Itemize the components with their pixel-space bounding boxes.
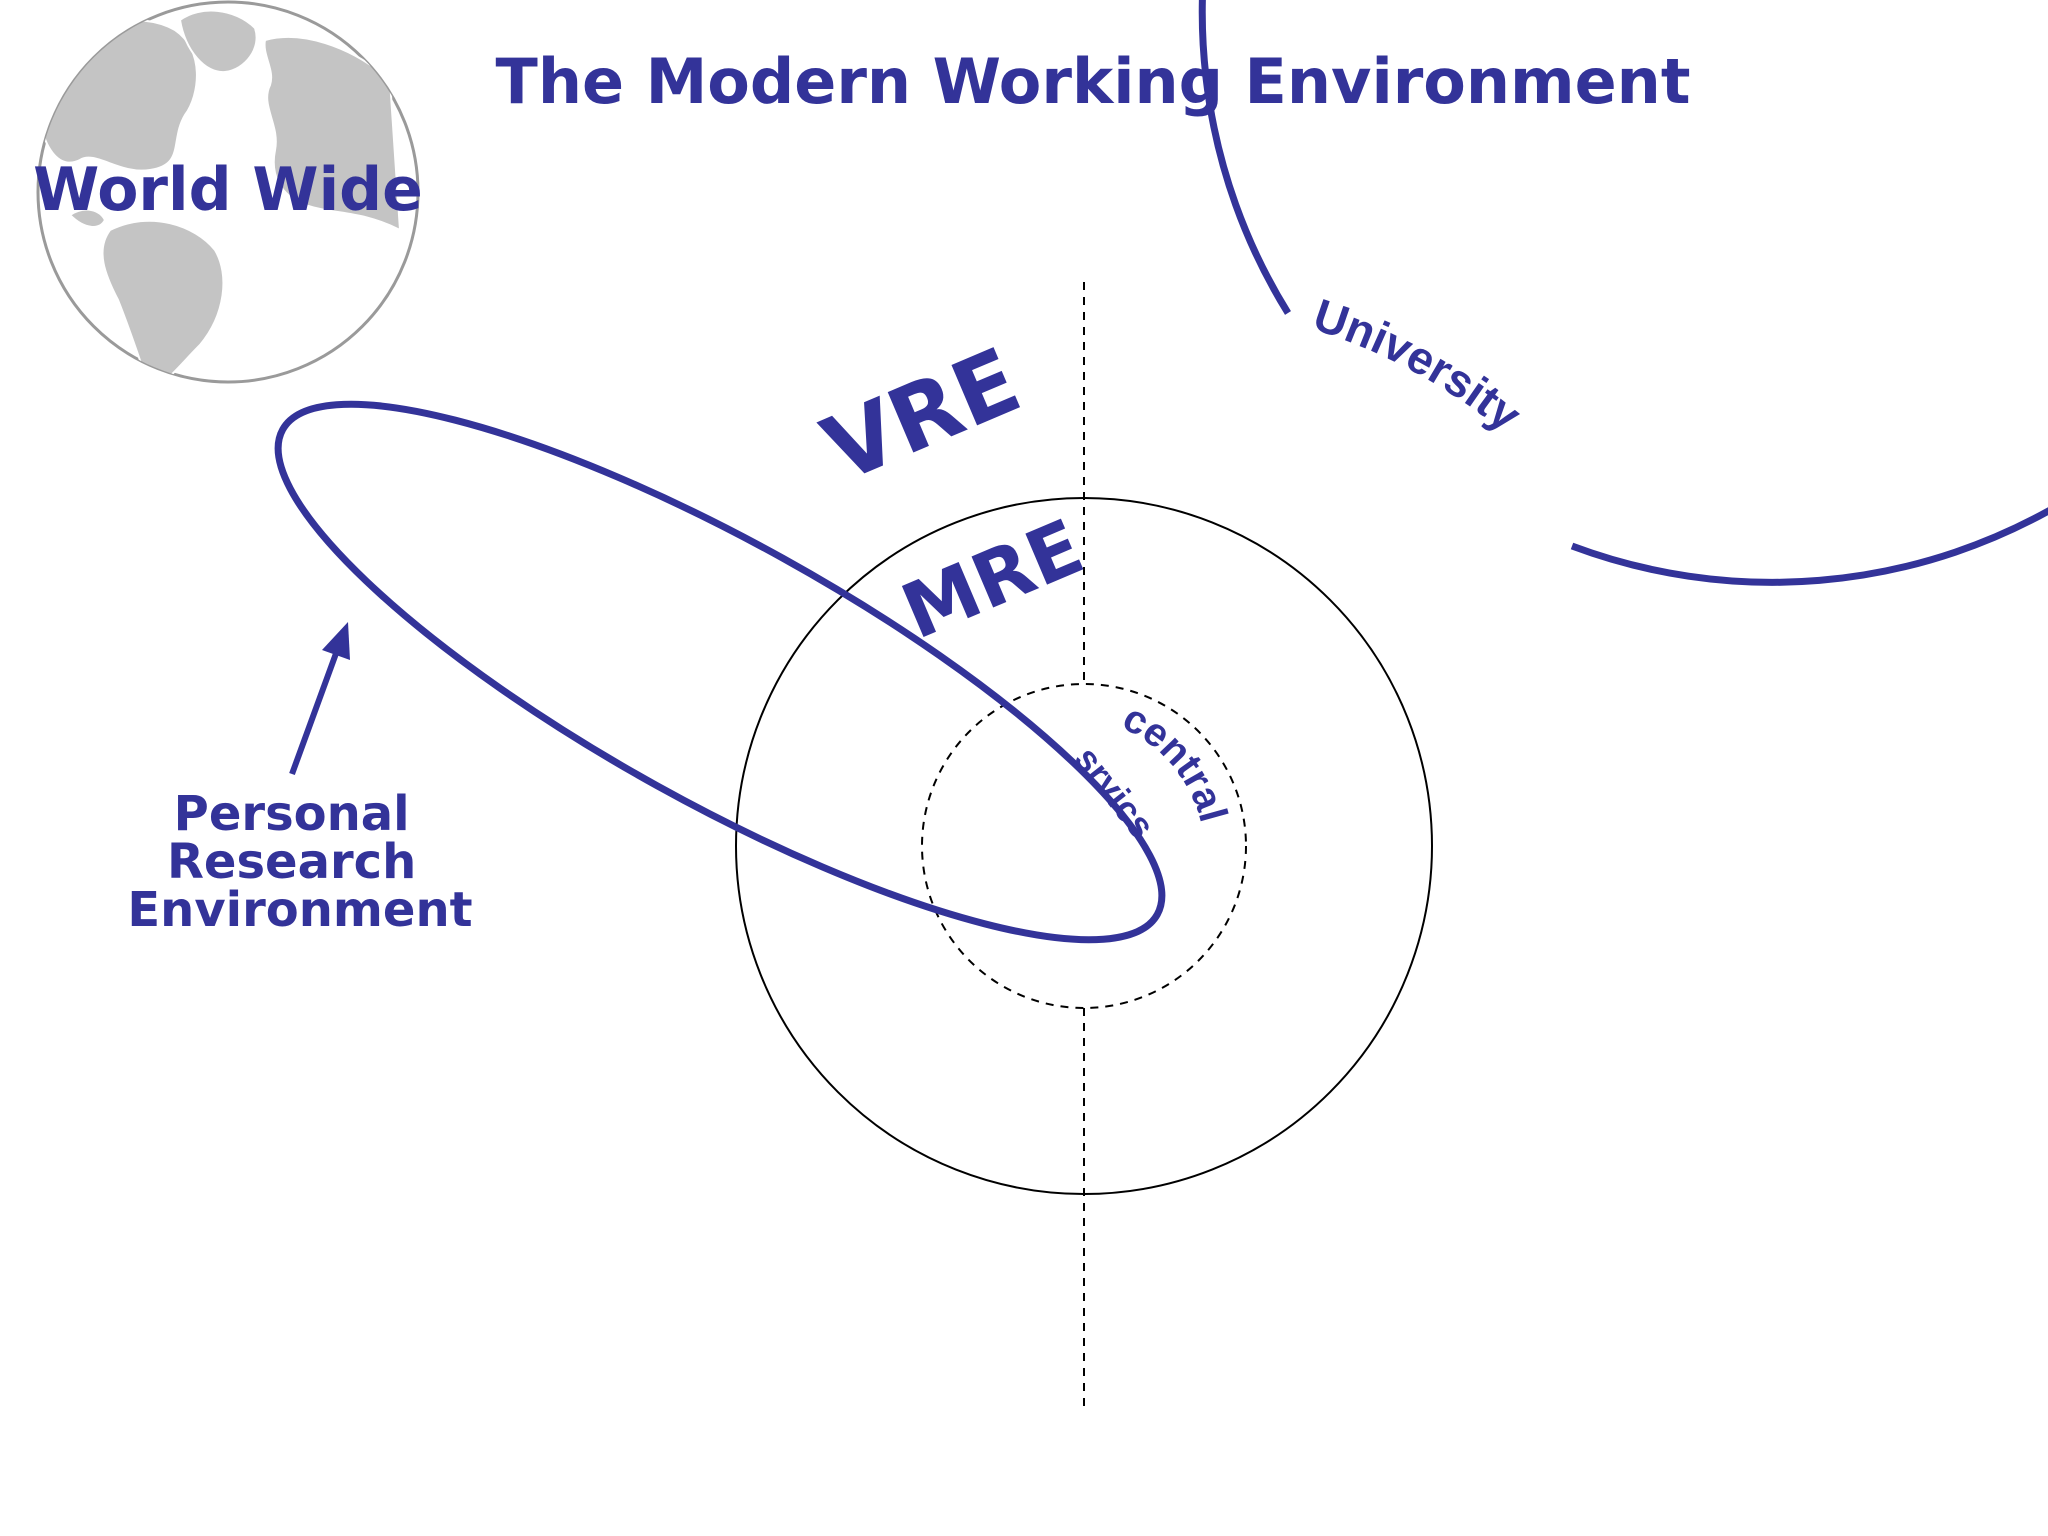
arrow-up-icon [289,622,350,776]
pre-label-line-2: Research [167,834,416,890]
central-services-circle [921,683,1247,1009]
pre-ellipse [274,400,1166,944]
mre-circle [735,497,1433,1195]
globe-icon [36,0,420,384]
pre-label-line-1: Personal [174,786,410,842]
vre-label: VRE [809,328,1035,503]
university-label: University [1307,288,1531,441]
page-title: The Modern Working Environment [496,45,1691,118]
services-label: srvics [1067,739,1163,846]
pre-label-line-3: Environment [127,882,472,938]
globe-label: World Wide [33,155,423,225]
pre-label: Personal Research Environment [127,786,472,938]
mre-label: MRE [889,502,1095,657]
